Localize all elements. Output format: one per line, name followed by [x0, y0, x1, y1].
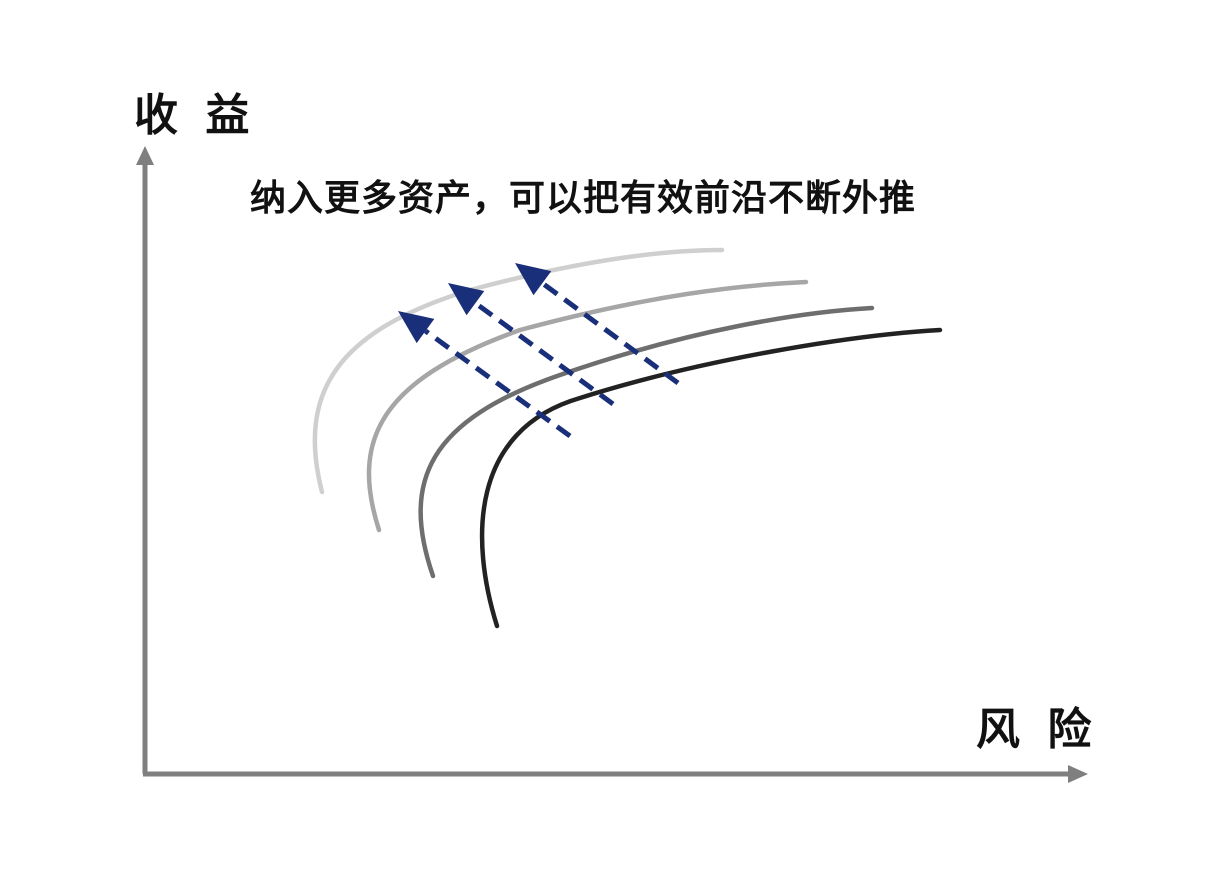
- shift-arrow-2-head: [448, 283, 485, 316]
- frontier-1-curve: [479, 327, 943, 629]
- shift-arrow-2-shaft: [473, 301, 615, 407]
- frontier-3-curve: [366, 279, 809, 533]
- shift-arrow-1-shaft: [424, 328, 572, 439]
- shift-arrows: [398, 263, 680, 439]
- frontier-2-curve: [418, 305, 875, 579]
- frontier-4-curve: [312, 247, 725, 495]
- shift-arrow-3-shaft: [540, 281, 680, 386]
- y-axis-arrowhead: [136, 146, 154, 165]
- shift-arrow-1-head: [398, 311, 435, 344]
- x-axis-arrowhead: [1068, 765, 1088, 783]
- x-axis-label: 风 险: [976, 704, 1098, 755]
- axes: [136, 146, 1088, 783]
- shift-arrow-2: [448, 283, 615, 407]
- shift-arrow-3-head: [515, 263, 552, 296]
- shift-arrow-3: [515, 263, 680, 386]
- frontier-curves: [312, 247, 943, 629]
- y-axis-label: 收 益: [134, 90, 256, 141]
- headline: 纳入更多资产，可以把有效前沿不断外推: [250, 177, 917, 219]
- shift-arrow-1: [398, 311, 572, 439]
